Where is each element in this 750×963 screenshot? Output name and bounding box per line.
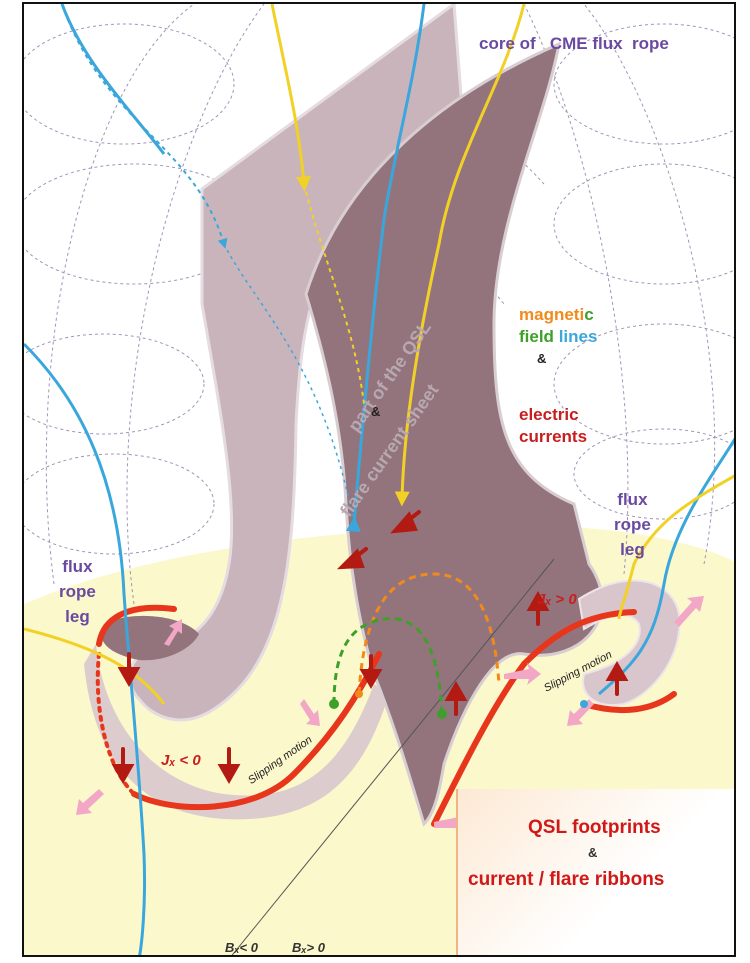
- field-word: field: [519, 327, 554, 346]
- bz-positive-label: Bₓ> 0: [292, 940, 325, 955]
- magnetic-field-lines-label: magnetic field lines &: [519, 304, 597, 370]
- j-negative-label: Jₓ < 0: [161, 752, 201, 769]
- flux-rope-leg-left-label: flux rope leg: [59, 554, 96, 629]
- lines-word: lines: [559, 327, 598, 346]
- qsl-footprints-label: QSL footprints: [528, 817, 661, 839]
- flux-rope-leg-right-label: flux rope leg: [614, 487, 651, 562]
- amp-1: &: [519, 348, 597, 370]
- magnetic-a: magneti: [519, 305, 584, 324]
- bz-negative-label: Bₓ< 0: [225, 940, 258, 955]
- fr-right-2: rope: [614, 512, 651, 537]
- electric-currents-label: electric currents: [519, 404, 587, 448]
- electric-word: electric: [519, 404, 587, 426]
- core-word-2: CME flux: [550, 34, 623, 54]
- cme-flux-rope-core-label: core of CME flux rope: [479, 34, 669, 54]
- current-flare-ribbons-label: current / flare ribbons: [468, 869, 664, 891]
- core-word-3: rope: [632, 34, 669, 54]
- qsl-footprints-box: QSL footprints & current / flare ribbons: [456, 789, 736, 957]
- fr-left-2: rope: [59, 579, 96, 604]
- qsl-part-amp: &: [371, 404, 380, 419]
- j-positive-label: Jₓ > 0: [537, 591, 577, 608]
- fr-left-3: leg: [59, 604, 96, 629]
- fr-right-1: flux: [614, 487, 651, 512]
- core-word-1: core of: [479, 34, 536, 54]
- qsl-amp-label: &: [588, 845, 597, 860]
- diagram-frame: core of CME flux rope magnetic field lin…: [22, 2, 736, 957]
- fr-right-3: leg: [614, 537, 651, 562]
- magnetic-b: c: [584, 305, 593, 324]
- fr-left-1: flux: [59, 554, 96, 579]
- currents-word: currents: [519, 426, 587, 448]
